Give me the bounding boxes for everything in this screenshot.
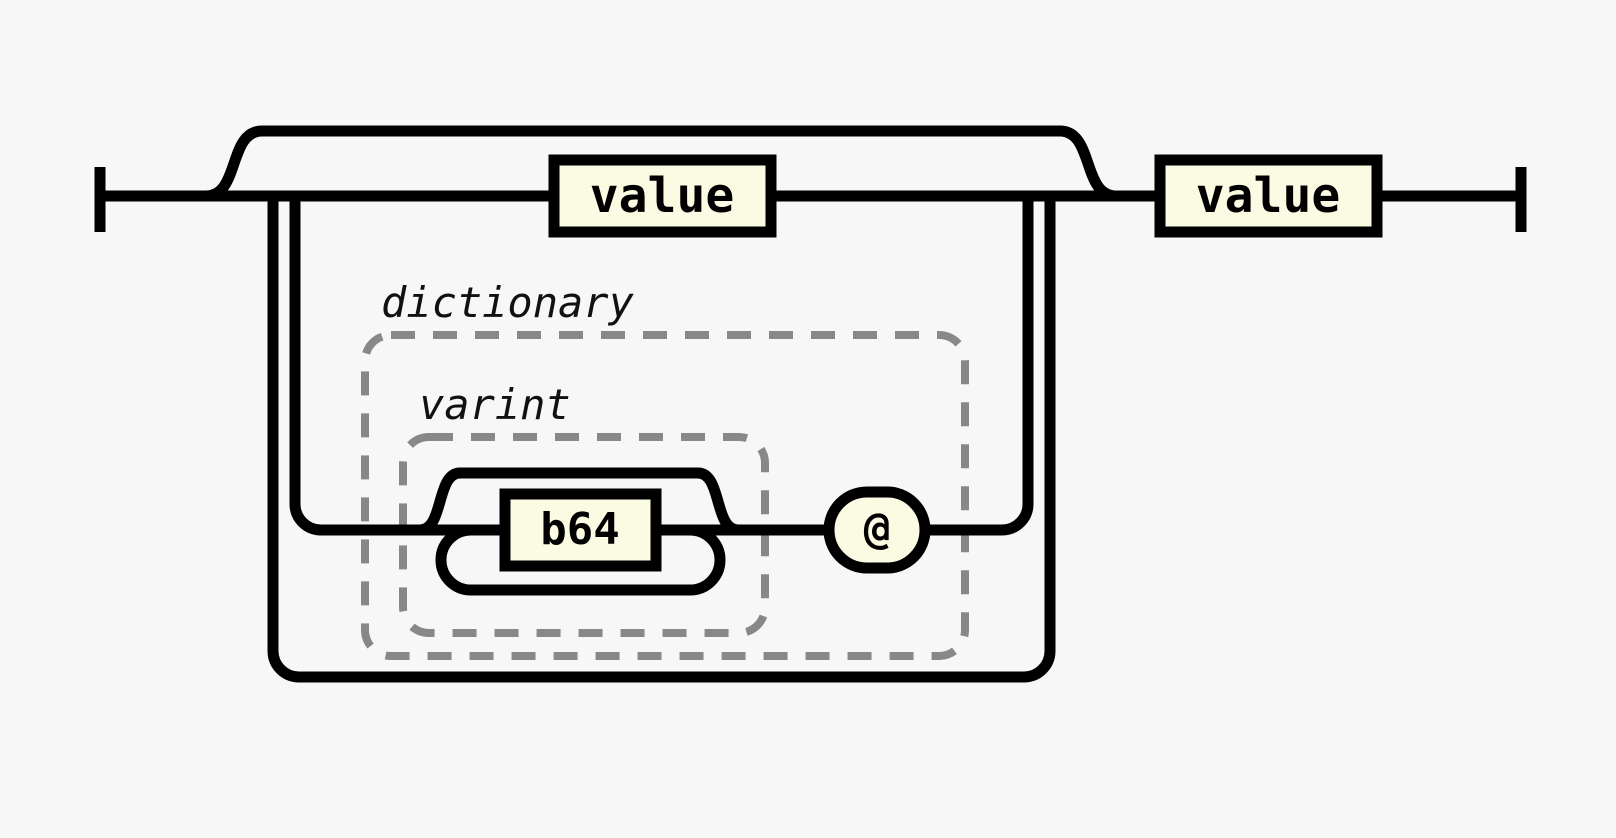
rail-bypass-right-scurve bbox=[1059, 125, 1117, 202]
rail-inner-right-rise bbox=[877, 196, 1034, 536]
at-sign-label: @ bbox=[864, 503, 891, 554]
value-right-box[interactable] bbox=[1154, 154, 1383, 238]
b64-box[interactable] bbox=[499, 488, 662, 572]
dictionary-group-label: dictionary bbox=[381, 278, 635, 327]
value-right-label: value bbox=[1196, 168, 1341, 224]
value-left-box[interactable] bbox=[548, 154, 777, 238]
node-value-right[interactable]: value bbox=[1154, 154, 1383, 238]
rail-b64-repeat-loop bbox=[435, 524, 726, 596]
varint-group-label: varint bbox=[419, 380, 571, 429]
value-left-label: value bbox=[590, 168, 735, 224]
rail-bypass-left-scurve bbox=[205, 125, 263, 202]
rail-outer-loop bbox=[267, 196, 1056, 683]
rail-b64-bypass bbox=[418, 467, 740, 536]
rail-inner-left-drop bbox=[289, 196, 420, 536]
node-b64[interactable]: b64 bbox=[499, 488, 662, 572]
at-sign-pill[interactable] bbox=[823, 486, 931, 574]
dictionary-group-border bbox=[361, 331, 969, 660]
b64-label: b64 bbox=[540, 504, 619, 555]
node-at-sign[interactable]: @ bbox=[823, 486, 931, 574]
node-value-left[interactable]: value bbox=[548, 154, 777, 238]
group-dictionary: dictionary bbox=[361, 278, 969, 660]
